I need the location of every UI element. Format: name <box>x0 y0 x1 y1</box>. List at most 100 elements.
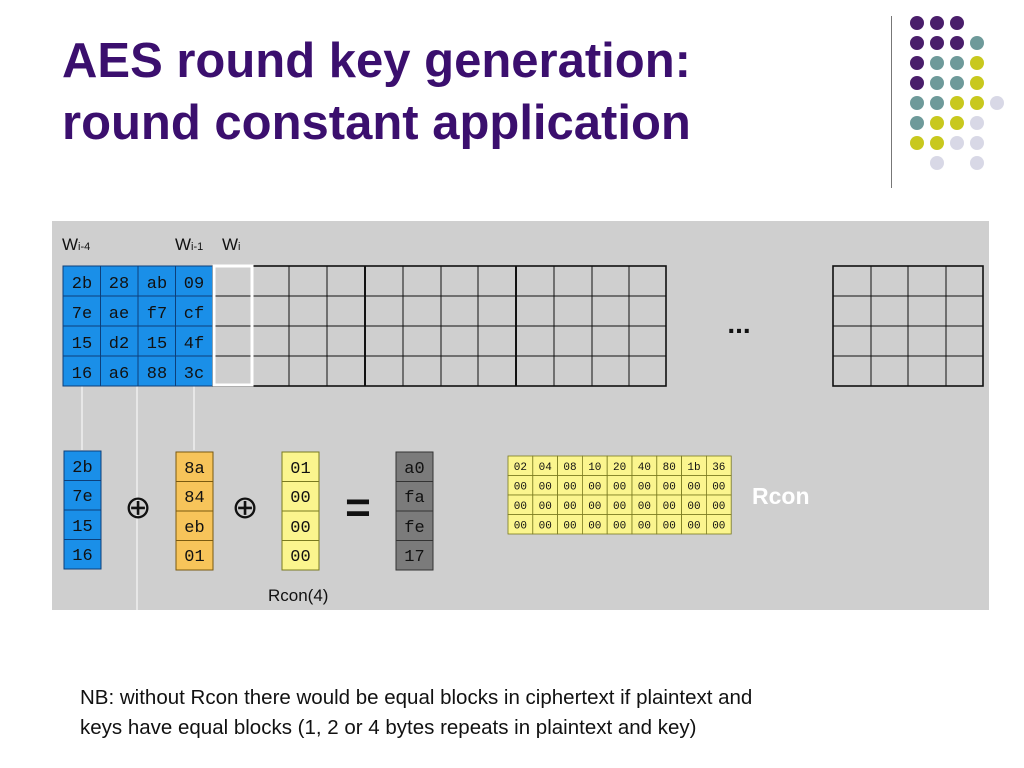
key-byte: a6 <box>109 365 129 384</box>
decor-dot <box>910 36 924 50</box>
decor-dot <box>970 136 984 150</box>
decor-dot <box>930 116 944 130</box>
key-block-blue: 2b 7e 15 16 28 ae d2 a6 ab f7 15 88 09 c… <box>62 265 214 387</box>
decor-dot <box>910 136 924 150</box>
rcon-cell-value: 00 <box>563 521 576 533</box>
rcon-cell-value: 00 <box>712 521 725 533</box>
column-wi4: 2b 7e 15 16 <box>63 450 102 570</box>
rcon-cell-value: 00 <box>638 501 651 513</box>
key-byte: 15 <box>72 335 92 354</box>
decor-dot <box>930 56 944 70</box>
key-byte: ae <box>109 305 129 324</box>
key-byte: 09 <box>184 275 204 294</box>
rcon-cell-value: 80 <box>663 462 676 474</box>
decor-dot <box>950 96 964 110</box>
decor-dot <box>970 156 984 170</box>
label-wi1: Wi-1 <box>175 235 203 254</box>
decor-dot <box>990 96 1004 110</box>
key-byte: 3c <box>184 365 204 384</box>
rcon-cell-value: 40 <box>638 462 651 474</box>
svg-text:16: 16 <box>72 547 92 566</box>
ellipsis: ... <box>727 308 750 339</box>
svg-text:fa: fa <box>404 489 424 508</box>
svg-text:01: 01 <box>290 460 310 479</box>
column-rcon4: 01 00 00 00 <box>281 451 320 571</box>
rcon-cell-value: 00 <box>687 482 700 494</box>
decor-dot <box>950 136 964 150</box>
svg-text:7e: 7e <box>72 488 92 507</box>
key-byte: cf <box>184 305 204 324</box>
decor-dot <box>970 116 984 130</box>
title-line-2: round constant application <box>62 96 691 150</box>
decor-dot <box>930 76 944 90</box>
rcon4-label: Rcon(4) <box>268 586 328 605</box>
rcon-cell-value: 00 <box>613 521 626 533</box>
key-byte: f7 <box>147 305 167 324</box>
rcon-cell-value: 00 <box>638 482 651 494</box>
svg-text:fe: fe <box>404 519 424 538</box>
key-byte: 4f <box>184 335 204 354</box>
label-wi4: Wi-4 <box>62 235 90 254</box>
decor-dot <box>950 16 964 30</box>
slide-title: AES round key generation: round constant… <box>62 30 862 154</box>
key-byte: 16 <box>72 365 92 384</box>
decor-dot <box>950 116 964 130</box>
svg-text:15: 15 <box>72 518 92 537</box>
decor-dot <box>930 36 944 50</box>
key-byte: ab <box>147 275 167 294</box>
rcon-cell-value: 1b <box>687 462 700 474</box>
svg-text:17: 17 <box>404 548 424 567</box>
decor-dot <box>970 36 984 50</box>
rcon-cell-value: 00 <box>663 521 676 533</box>
rcon-cell-value: 00 <box>712 501 725 513</box>
decor-dot <box>910 96 924 110</box>
xor-symbol: ⊕ <box>125 488 152 526</box>
rcon-cell-value: 00 <box>613 482 626 494</box>
rcon-cell-value: 00 <box>588 521 601 533</box>
rcon-cell-value: 00 <box>514 501 527 513</box>
column-wi1: 8a 84 eb 01 <box>175 451 214 571</box>
rcon-cell-value: 00 <box>514 482 527 494</box>
key-byte: d2 <box>109 335 129 354</box>
key-byte: 2b <box>72 275 92 294</box>
equals-symbol: = <box>345 483 371 532</box>
decor-dot <box>970 76 984 90</box>
svg-text:84: 84 <box>184 489 204 508</box>
footnote-line-2: keys have equal blocks (1, 2 or 4 bytes … <box>80 716 697 739</box>
rcon-cell-value: 00 <box>663 501 676 513</box>
rcon-cell-value: 00 <box>563 482 576 494</box>
rcon-cell-value: 36 <box>712 462 725 474</box>
decor-dot <box>930 136 944 150</box>
svg-text:00: 00 <box>290 489 310 508</box>
svg-text:2b: 2b <box>72 459 92 478</box>
rcon-cell-value: 00 <box>687 501 700 513</box>
rcon-cell-value: 00 <box>539 482 552 494</box>
rcon-cell-value: 20 <box>613 462 626 474</box>
footnote: NB: without Rcon there would be equal bl… <box>80 683 980 743</box>
key-byte: 88 <box>147 365 167 384</box>
decor-dot <box>970 96 984 110</box>
decor-dot <box>910 116 924 130</box>
column-result: a0 fa fe 17 <box>395 451 434 571</box>
expansion-grid <box>212 265 667 387</box>
rcon-cell <box>706 514 732 535</box>
rcon-label: Rcon <box>752 483 810 509</box>
decor-dot <box>970 56 984 70</box>
decor-dot <box>910 76 924 90</box>
xor-symbol: ⊕ <box>232 488 259 526</box>
decor-dot <box>910 16 924 30</box>
label-wi: Wi <box>222 235 241 254</box>
expansion-grid-end <box>832 265 984 387</box>
decor-dot <box>930 96 944 110</box>
key-byte: 28 <box>109 275 129 294</box>
rcon-cell-value: 00 <box>613 501 626 513</box>
rcon-cell-value: 04 <box>539 462 553 474</box>
decor-dot <box>930 156 944 170</box>
rcon-cell-value: 00 <box>588 501 601 513</box>
title-line-1: AES round key generation: <box>62 34 691 88</box>
svg-text:a0: a0 <box>404 460 424 479</box>
decor-dot <box>930 16 944 30</box>
rcon-cell-value: 00 <box>687 521 700 533</box>
